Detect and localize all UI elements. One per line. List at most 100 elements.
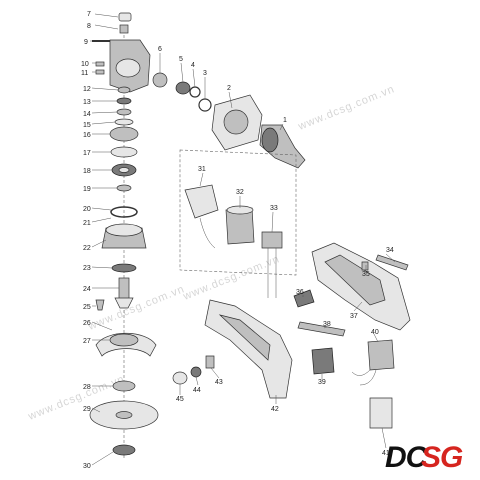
- callout-1: 1: [283, 117, 287, 124]
- callout-12: 12: [83, 86, 91, 93]
- callout-7: 7: [87, 11, 91, 18]
- part-28-inner-flange: [112, 380, 136, 392]
- gear-housing-bore: [115, 58, 141, 78]
- callout-29: 29: [83, 406, 91, 413]
- callout-20: 20: [83, 206, 91, 213]
- callout-13: 13: [83, 99, 91, 106]
- part-27-guard-clamp: [109, 333, 139, 347]
- part-14-washer: [116, 108, 132, 116]
- part-35-screw: [361, 261, 369, 271]
- watermark-1: www.dcsg.com.vn: [296, 83, 397, 133]
- leader-lines: [90, 13, 396, 466]
- callout-42: 42: [271, 406, 279, 413]
- part-7-lock-button: [118, 12, 132, 22]
- logo-text-dc: DC: [385, 441, 429, 474]
- callout-27: 27: [83, 338, 91, 345]
- part-10-pin: [95, 61, 105, 67]
- part-34-label: [375, 254, 409, 271]
- part-33-sensor-board: [261, 231, 283, 249]
- callout-40: 40: [371, 329, 379, 336]
- part-18-bearing-inner: [118, 167, 130, 173]
- callout-2: 2: [227, 85, 231, 92]
- logo-text-sg: SG: [421, 441, 463, 474]
- callout-leader-paths: [90, 13, 396, 466]
- callout-26: 26: [83, 320, 91, 327]
- callout-35: 35: [362, 271, 370, 278]
- callout-37: 37: [350, 313, 358, 320]
- part-21-o-ring: [110, 206, 138, 218]
- part-39-switch-block: [311, 347, 335, 375]
- part-36-switch: [293, 289, 315, 308]
- part-17-ring: [110, 146, 138, 158]
- callout-6: 6: [158, 46, 162, 53]
- part-45-cap: [172, 371, 188, 385]
- part-6-bevel-pinion: [152, 72, 168, 88]
- callout-45: 45: [176, 396, 184, 403]
- part-13-ring: [116, 97, 132, 105]
- part-30-lock-nut: [112, 444, 136, 456]
- part-42-housing-detail: [218, 314, 271, 361]
- part-40-lead-wires: [351, 369, 377, 386]
- part-42-housing-half: [204, 299, 293, 399]
- part-1-armature-commutator: [261, 127, 279, 153]
- callout-18: 18: [83, 168, 91, 175]
- callout-32: 32: [236, 189, 244, 196]
- callout-38: 38: [323, 321, 331, 328]
- callout-39: 39: [318, 379, 326, 386]
- callout-19: 19: [83, 186, 91, 193]
- part-12-bearing-cover: [117, 86, 131, 94]
- housing-group: [172, 242, 411, 429]
- part-33-lead-wires: [267, 248, 277, 298]
- motor-group: [152, 72, 306, 298]
- part-41-terminal: [369, 397, 393, 429]
- callout-34: 34: [386, 247, 394, 254]
- part-11-pin: [95, 69, 105, 75]
- callout-43: 43: [215, 379, 223, 386]
- callout-36: 36: [296, 289, 304, 296]
- part-8-spring: [119, 24, 129, 34]
- callout-8: 8: [87, 23, 91, 30]
- part-22-bearing-box-top: [105, 223, 143, 237]
- callout-5: 5: [179, 56, 183, 63]
- callout-24: 24: [83, 286, 91, 293]
- callout-22: 22: [83, 245, 91, 252]
- callout-28: 28: [83, 384, 91, 391]
- part-25-screw: [95, 299, 105, 311]
- part-31-stator: [184, 184, 219, 219]
- part-24-spindle-head: [114, 297, 134, 309]
- dcsg-logo: DC SG: [385, 441, 464, 474]
- callout-11: 11: [81, 70, 88, 77]
- part-4-ring: [189, 86, 201, 98]
- part-16-bevel-gear: [109, 126, 139, 142]
- callout-10: 10: [81, 61, 89, 68]
- callout-33: 33: [270, 205, 278, 212]
- callout-23: 23: [83, 265, 91, 272]
- part-43-screw: [205, 355, 215, 369]
- part-37-housing-detail: [324, 254, 386, 306]
- callout-31: 31: [198, 166, 206, 173]
- callout-14: 14: [83, 111, 91, 118]
- part-5-bearing: [175, 81, 191, 95]
- callout-16: 16: [83, 132, 91, 139]
- callout-9: 9: [84, 39, 88, 46]
- motor-group-outline: [179, 149, 297, 276]
- callout-labels: 7 8 9 10 11 12 13 14 15 16 17 18 19 20 2…: [81, 11, 394, 470]
- part-38-switch-lever: [297, 321, 346, 337]
- part-40-controller: [367, 339, 395, 371]
- callout-41: 41: [382, 450, 390, 457]
- part-31-lead-wire: [199, 217, 216, 249]
- part-3-ring: [198, 98, 212, 112]
- part-19-washer: [116, 184, 132, 192]
- part-23-ring: [111, 263, 137, 273]
- watermark-2: www.dcsg.com.vn: [181, 253, 282, 303]
- part-2-baffle-hole: [223, 109, 249, 135]
- callout-4: 4: [191, 62, 195, 69]
- callout-30: 30: [83, 463, 91, 470]
- callout-3: 3: [203, 70, 207, 77]
- callout-21: 21: [83, 220, 91, 227]
- gear-head-column: [89, 12, 159, 456]
- callout-15: 15: [83, 122, 91, 129]
- callout-25: 25: [83, 304, 91, 311]
- part-44-cap: [190, 366, 202, 378]
